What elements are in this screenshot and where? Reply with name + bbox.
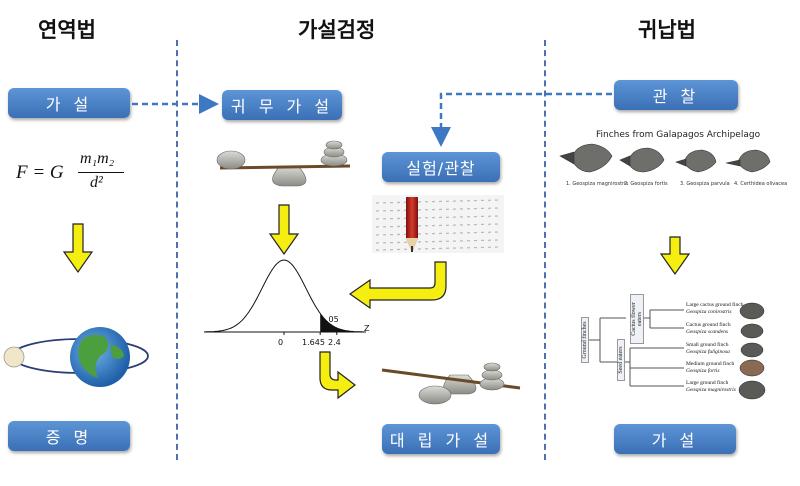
yellow-arrow-null [268, 204, 300, 256]
separator-left [176, 40, 178, 460]
axis-z-label: Z [364, 324, 370, 333]
formula-lhs: F = G [16, 162, 64, 183]
finch-heads [559, 143, 771, 173]
tick-zero: 0 [278, 338, 284, 347]
finch-caption-4: 4. Certhidea olivacea [734, 181, 788, 187]
balance-scale-null [216, 140, 351, 187]
formula-denominator: d² [90, 174, 103, 191]
density-curve [204, 259, 364, 333]
box-experiment: 실험/관찰 [382, 152, 500, 182]
species-latin-4: Geospiza fortis [686, 368, 720, 374]
yellow-arrow-test-to-alt [319, 351, 356, 400]
yellow-arrow-experiment-to-test [348, 261, 447, 310]
phylo-species-3: Small ground finch Geospiza fuliginosa [686, 342, 730, 356]
species-latin-3: Geospiza fuliginosa [686, 349, 730, 355]
box-hypothesis: 가 설 [8, 88, 130, 118]
dashed-arrow-observation [431, 92, 612, 147]
yellow-arrow-induction [659, 236, 691, 276]
finch-caption-2: 2. Geospiza fortis [624, 181, 668, 187]
gravity-formula: F = G m₁m₂ d² [16, 150, 146, 196]
phylo-branch-seed: Seed eaters [617, 339, 625, 381]
box-proof: 증 명 [8, 421, 130, 451]
phylogeny-finch-heads [738, 302, 766, 400]
finch-caption-1: 1. Geospiza magnirostris [566, 181, 629, 187]
formula-numerator: m₁m₂ [80, 150, 115, 167]
box-observation: 관 찰 [614, 80, 738, 110]
answer-sheet-image [372, 195, 504, 253]
tick-critical: 1.645 [302, 338, 325, 347]
phylo-species-1: Large cactus ground finch Geospiza conir… [686, 302, 743, 316]
phylo-root-label: Ground finches [581, 317, 589, 363]
species-common-4: Medium ground finch [686, 361, 735, 367]
species-common-5: Large ground finch [686, 380, 729, 386]
species-common-1: Large cactus ground finch [686, 302, 744, 308]
title-induction: 귀납법 [638, 18, 696, 42]
species-latin-2: Geospiza scandens [686, 329, 729, 335]
rejection-region [320, 313, 364, 332]
box-hypothesis-right: 가 설 [614, 424, 736, 454]
orbit-illustration [3, 327, 149, 387]
normal-curve [204, 259, 366, 335]
separator-right [544, 40, 546, 460]
phylo-species-4: Medium ground finch Geospiza fortis [686, 361, 734, 375]
title-hypothesis-testing: 가설검정 [298, 18, 376, 42]
alpha-label: .05 [326, 315, 339, 324]
formula-fraction-bar [78, 172, 124, 173]
tick-statistic: 2.4 [328, 338, 341, 347]
box-null-hypothesis: 귀 무 가 설 [222, 90, 342, 120]
species-common-2: Cactus ground finch [686, 322, 731, 328]
finch-caption-3: 3. Geospiza parvula [680, 181, 730, 187]
species-latin-5: Geospiza magnirostris [686, 387, 736, 393]
finches-title: Finches from Galapagos Archipelago [596, 130, 761, 140]
title-deduction: 연역법 [38, 18, 96, 42]
species-latin-1: Geospiza conirostris [686, 309, 732, 315]
box-alt-hypothesis: 대 립 가 설 [382, 424, 500, 454]
balance-scale-alt [381, 362, 521, 405]
phylo-species-5: Large ground finch Geospiza magnirostris [686, 380, 736, 394]
phylo-species-2: Cactus ground finch Geospiza scandens [686, 322, 731, 336]
yellow-arrow-deduction [62, 223, 94, 274]
phylo-branch-cactus: Cactus flower eaters [630, 294, 644, 344]
species-common-3: Small ground finch [686, 342, 729, 348]
